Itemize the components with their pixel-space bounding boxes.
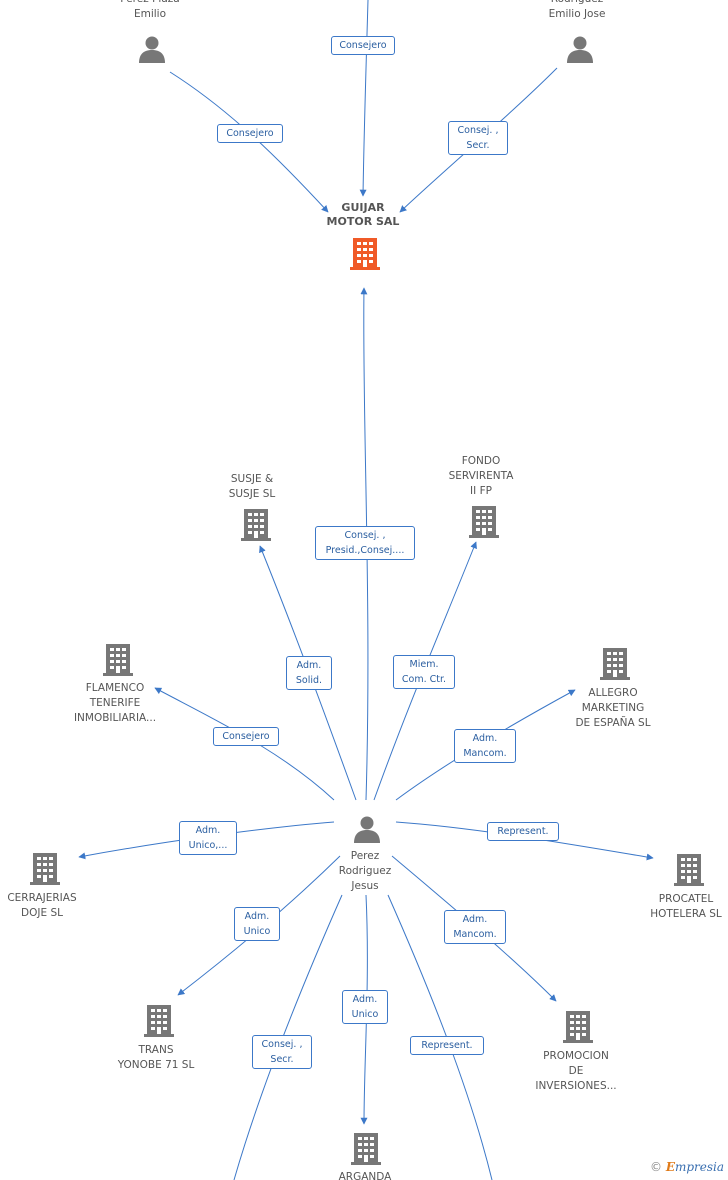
edge-badge-bottom-right[interactable]: Represent. bbox=[410, 1036, 484, 1055]
edge-badge-fondo[interactable]: Miem. Com. Ctr. bbox=[393, 655, 455, 689]
node-label-cerrajerias: CERRAJERIAS DOJE SL bbox=[7, 892, 77, 919]
brand-logo[interactable]: © Empresia bbox=[650, 1160, 724, 1174]
edge-badge-cerrajerias[interactable]: Adm. Unico,... bbox=[179, 821, 237, 855]
brand-text: mpresia bbox=[674, 1160, 725, 1174]
edge-badge-guijar[interactable]: Consej. , Presid.,Consej.... bbox=[315, 526, 415, 560]
edge-badge-trans[interactable]: Adm. Unico bbox=[234, 907, 280, 941]
building-icon[interactable] bbox=[349, 237, 381, 271]
edge-badge-top[interactable]: Consejero bbox=[331, 36, 395, 55]
edge-guijar bbox=[360, 287, 369, 801]
node-label-allegro: ALLEGRO MARKETING DE ESPAÑA SL bbox=[575, 687, 651, 729]
building-icon[interactable] bbox=[143, 1004, 175, 1038]
edge-badge-rodriguez-emilio[interactable]: Consej. , Secr. bbox=[448, 121, 508, 155]
node-label-perez-plaza: Perez Plaza Emilio bbox=[120, 0, 179, 20]
node-label-guijar: GUIJAR MOTOR SAL bbox=[326, 201, 400, 228]
node-label-fondo: FONDO SERVIRENTA II FP bbox=[448, 455, 514, 497]
node-label-rodriguez-emilio: Rodriguez Emilio Jose bbox=[548, 0, 606, 20]
edge-top bbox=[359, 0, 369, 197]
edge-badge-bottom-left[interactable]: Consej. , Secr. bbox=[252, 1035, 312, 1069]
edge-badge-perez-plaza[interactable]: Consejero bbox=[217, 124, 283, 143]
node-label-procatel: PROCATEL HOTELERA SL bbox=[650, 893, 722, 920]
node-label-trans: TRANS YONOBE 71 SL bbox=[117, 1044, 195, 1071]
copyright-symbol: © bbox=[650, 1160, 662, 1174]
building-icon[interactable] bbox=[350, 1132, 382, 1166]
person-icon[interactable] bbox=[352, 814, 382, 844]
edge-badge-procatel[interactable]: Represent. bbox=[487, 822, 559, 841]
person-icon[interactable] bbox=[565, 34, 595, 64]
building-icon[interactable] bbox=[102, 643, 134, 677]
edge-badge-promocion[interactable]: Adm. Mancom. bbox=[444, 910, 506, 944]
edge-badge-susje[interactable]: Adm. Solid. bbox=[286, 656, 332, 690]
building-icon[interactable] bbox=[240, 508, 272, 542]
brand-e: E bbox=[665, 1160, 675, 1174]
node-label-susje: SUSJE & SUSJE SL bbox=[228, 473, 276, 500]
building-icon[interactable] bbox=[599, 647, 631, 681]
building-icon[interactable] bbox=[673, 853, 705, 887]
edge-badge-allegro[interactable]: Adm. Mancom. bbox=[454, 729, 516, 763]
building-icon[interactable] bbox=[29, 852, 61, 886]
building-icon[interactable] bbox=[468, 505, 500, 539]
node-label-promocion: PROMOCION DE INVERSIONES... bbox=[535, 1050, 617, 1092]
person-icon[interactable] bbox=[137, 34, 167, 64]
node-label-perez-rodriguez: Perez Rodriguez Jesus bbox=[338, 850, 392, 892]
node-label-arganda: ARGANDA bbox=[338, 1171, 392, 1180]
edge-badge-arganda[interactable]: Adm. Unico bbox=[342, 990, 388, 1024]
building-icon[interactable] bbox=[562, 1010, 594, 1044]
node-label-flamenco: FLAMENCO TENERIFE INMOBILIARIA... bbox=[73, 682, 157, 724]
edge-badge-flamenco[interactable]: Consejero bbox=[213, 727, 279, 746]
